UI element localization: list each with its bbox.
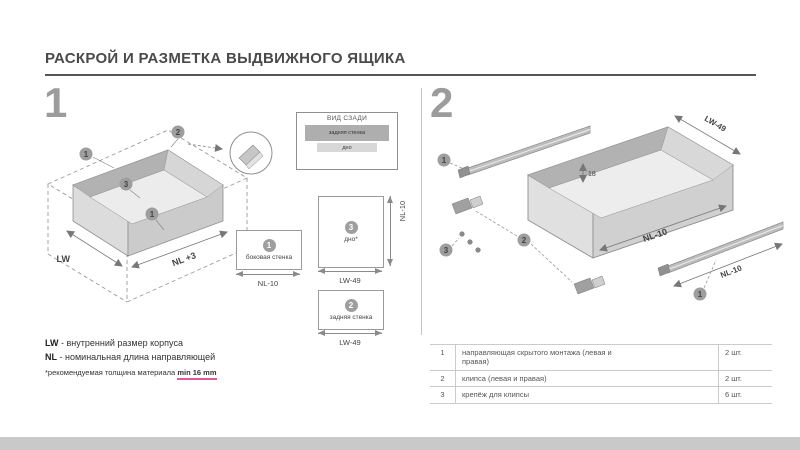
section2-number: 2 [430,79,454,126]
marker-3-label: 3 [124,180,129,189]
panel-back-badge: 2 [344,298,358,312]
marker-3-screws: 3 [439,237,460,257]
section-divider [421,88,422,335]
section1-number: 1 [44,79,68,126]
legend-lw: LW - внутренний размер корпуса [45,336,215,350]
slide-rail-left [457,125,591,179]
row1-num: 1 [430,345,456,370]
view-back-wall: задняя стенка [305,125,389,141]
row2-num: 2 [430,370,456,387]
marker-1-rail-right-label: 1 [698,290,703,299]
dim-lw49-label: LW-49 [703,114,728,134]
panel-bottom-dim-line [318,268,382,274]
legend-nl-desc: - номинальная длина направляющей [59,352,216,363]
marker-2-clips: 2 [473,209,573,283]
marker-1-side-wall: 1 [79,147,115,169]
row1-name-text: направляющая скрытого монтажа (левая и п… [462,348,612,367]
note-highlight: min 16 mm [177,368,217,380]
panel-bottom-badge: 3 [344,220,358,234]
marker-3-screws-label: 3 [444,246,449,255]
dim-18-label: 18 [588,171,596,178]
panel-back-wall: 2 задняя стенка [318,290,384,330]
row2-name-text: клипса (левая и правая) [462,373,547,383]
marker-1-label: 1 [84,150,89,159]
marker-1b-label: 1 [150,210,155,219]
marker-3-bottom: 3 [119,177,141,199]
clip-screws [459,231,481,253]
panel-back-dim-label: LW-49 [339,338,361,347]
panel-bottom-label: дно* [344,235,358,243]
row2-qty: 2 шт. [718,370,772,387]
material-note: *рекомендуемая толщина материала min 16 … [45,368,217,380]
parts-table: 1 направляющая скрытого монтажа (левая и… [430,344,772,404]
dim-nl3-label: NL +3 [171,250,198,268]
panel-bottom-dim-label: LW-49 [339,276,361,285]
marker-2-back-wall: 2 [170,125,185,148]
row3-qty: 6 шт. [718,387,772,403]
panel-side-dim-line [236,271,300,277]
dim-nl10-rail-label: NL-10 [719,263,743,280]
row2-name: клипса (левая и правая) [456,371,718,386]
marker-1-rail-left: 1 [437,153,463,169]
drawer-box-2 [526,126,735,259]
panel-side-wall: 1 боковая стенка [236,230,302,270]
legend-lw-desc: - внутренний размер корпуса [61,338,183,348]
note-text: *рекомендуемая толщина материала [45,368,176,377]
legend: LW - внутренний размер корпуса NL - номи… [45,336,215,365]
panel-bottom: 3 дно* [318,196,384,268]
legend-nl: NL - номинальная длина направляющей [45,350,215,364]
row1-qty: 2 шт. [718,345,772,370]
bottom-bar [0,437,800,450]
panel-side-label: боковая стенка [245,253,293,261]
legend-lw-term: LW [45,338,59,348]
clip-left [451,195,484,215]
drawer-bottom-panel [89,169,208,225]
dim-lw-label: LW [57,254,71,264]
dim-lw: LW [57,230,123,267]
drawer2-bottom-panel [548,149,714,219]
panel-bottom-vdim-line [387,196,393,266]
legend-nl-term: NL [45,352,57,363]
table-row: 1 направляющая скрытого монтажа (левая и… [430,345,772,371]
drawer-cutting-diagram: LW NL +3 1 2 3 [47,125,273,303]
marker-2-clips-label: 2 [522,236,527,245]
row3-name: крепёж для клипсы [456,387,718,402]
panel-side-dim-label: NL-10 [257,279,279,288]
drawer-assembly-diagram: 1 18 NL-10 LW-49 [437,114,784,301]
table-row: 3 крепёж для клипсы 6 шт. [430,387,772,404]
panel-bottom-vdim-label: NL-10 [398,200,407,222]
row1-name: направляющая скрытого монтажа (левая и п… [456,345,718,370]
marker-1-front-wall: 1 [145,207,165,231]
view-back-box: ВИД СЗАДИ задняя стенка дно [296,112,398,170]
table-row: 2 клипса (левая и правая) 2 шт. [430,370,772,388]
view-back-title: ВИД СЗАДИ [326,115,368,122]
corner-detail-circle [187,131,273,175]
marker-1-rail-right: 1 [693,259,717,301]
marker-1-rail-left-label: 1 [442,156,447,165]
panel-back-dim-line [318,330,382,336]
panel-side-badge: 1 [262,238,276,252]
marker-2-label: 2 [176,128,181,137]
view-back-bottom: дно [317,143,377,152]
panel-back-label: задняя стенка [329,313,373,321]
dim-18: 18 [579,163,596,183]
drawer-box [72,149,224,257]
clip-right [573,275,606,295]
row3-num: 3 [430,387,456,403]
row3-name-text: крепёж для клипсы [462,390,529,400]
page-title: РАСКРОЙ И РАЗМЕТКА ВЫДВИЖНОГО ЯЩИКА [45,50,406,67]
title-divider [45,74,756,76]
